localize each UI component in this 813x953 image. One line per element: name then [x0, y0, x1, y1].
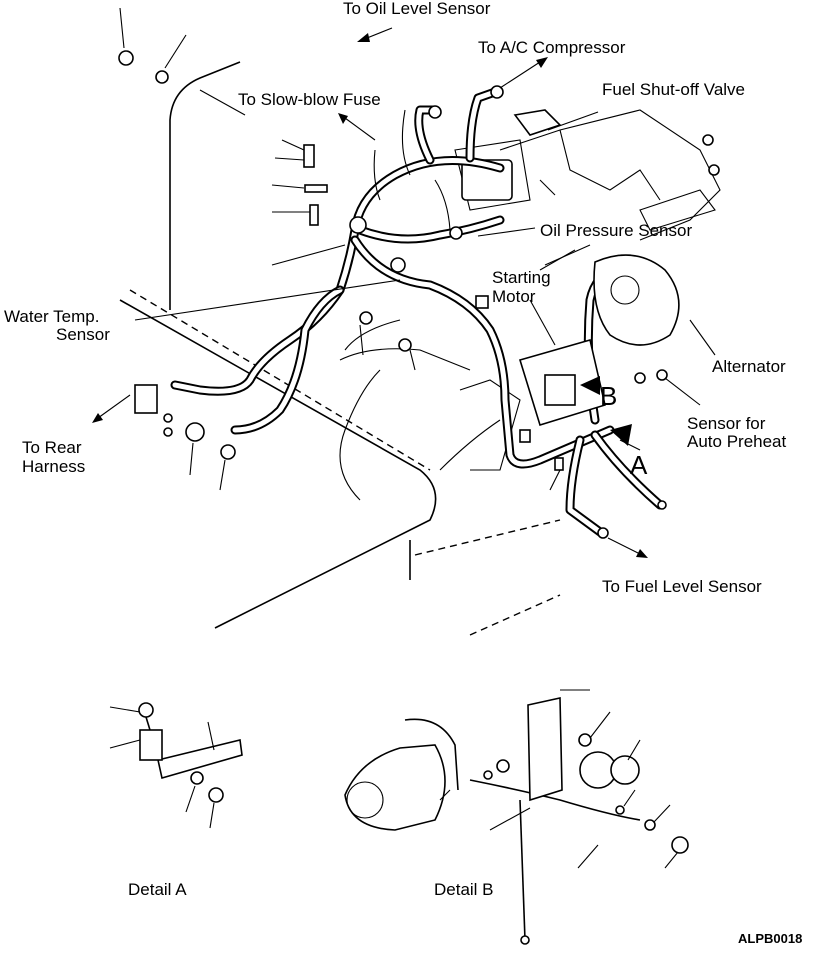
- label-auto-preheat-2: Auto Preheat: [687, 432, 787, 451]
- figure-code: ALPB0018: [738, 931, 802, 946]
- label-fuel-level-sensor: To Fuel Level Sensor: [602, 577, 762, 596]
- frame-outline: [119, 61, 561, 636]
- label-auto-preheat-1: Sensor for: [687, 414, 766, 433]
- label-rear-harness-2: Harness: [22, 457, 85, 476]
- label-rear-harness-1: To Rear: [22, 438, 82, 457]
- label-starting-motor-2: Motor: [492, 287, 536, 306]
- label-water-temp-2: Sensor: [56, 325, 110, 344]
- components: [118, 50, 720, 539]
- engine-block: [339, 109, 721, 501]
- view-arrow-b-label: B: [600, 381, 617, 411]
- labels: To Oil Level Sensor To A/C Compressor Fu…: [4, 0, 802, 946]
- main-harness: [170, 87, 665, 537]
- label-alternator: Alternator: [712, 357, 786, 376]
- label-starting-motor-1: Starting: [492, 268, 551, 287]
- label-fuel-shutoff-valve: Fuel Shut-off Valve: [602, 80, 745, 99]
- detail-a-drawing: [109, 702, 243, 829]
- view-arrow-a-label: A: [630, 450, 648, 480]
- label-oil-pressure-sensor: Oil Pressure Sensor: [540, 221, 692, 240]
- detail-b-drawing: [344, 689, 689, 945]
- label-detail-a: Detail A: [128, 880, 187, 899]
- label-oil-level-sensor: To Oil Level Sensor: [343, 0, 491, 18]
- leader-lines: [92, 7, 716, 558]
- label-water-temp-1: Water Temp.: [4, 307, 99, 326]
- label-slow-blow-fuse: To Slow-blow Fuse: [238, 90, 381, 109]
- label-ac-compressor: To A/C Compressor: [478, 38, 626, 57]
- label-detail-b: Detail B: [434, 880, 494, 899]
